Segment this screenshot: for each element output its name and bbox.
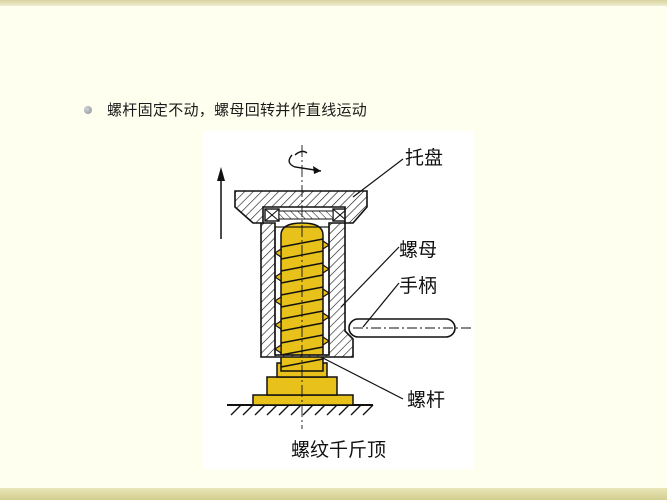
screw-jack-diagram bbox=[217, 145, 471, 429]
rotation-arrow-icon bbox=[288, 150, 322, 174]
leader-lines bbox=[320, 158, 404, 400]
bullet-text: 螺杆固定不动，螺母回转并作直线运动 bbox=[107, 101, 368, 119]
figure-caption: 螺纹千斤顶 bbox=[290, 439, 386, 461]
bullet-icon bbox=[84, 106, 92, 114]
label-handle: 手柄 bbox=[399, 275, 438, 297]
tray bbox=[234, 190, 368, 224]
bottom-border-band bbox=[0, 488, 667, 500]
label-nut: 螺母 bbox=[399, 239, 438, 261]
top-border-band bbox=[0, 0, 667, 6]
bearing bbox=[264, 208, 348, 222]
label-screw: 螺杆 bbox=[407, 389, 446, 411]
ground bbox=[227, 404, 374, 416]
handle bbox=[348, 318, 471, 338]
label-tray: 托盘 bbox=[405, 147, 444, 169]
screw-jack-figure: 托盘 螺母 手柄 螺杆 螺纹千斤顶 bbox=[203, 131, 474, 469]
upward-arrow-icon bbox=[217, 167, 225, 239]
